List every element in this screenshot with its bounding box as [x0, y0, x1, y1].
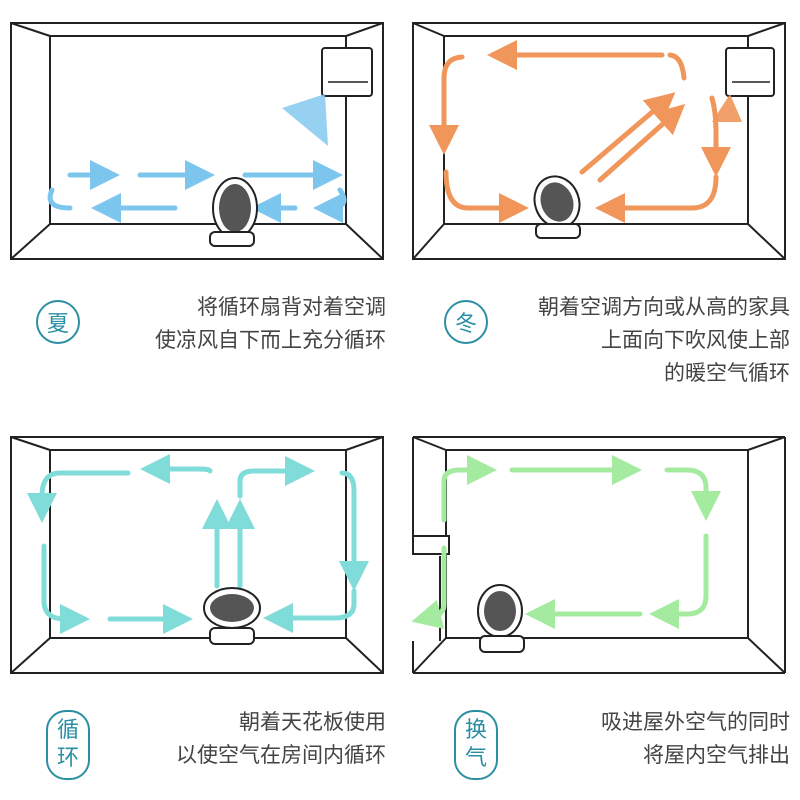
winter-room-illustration: [412, 22, 786, 260]
circulator-fan-icon: [203, 587, 261, 645]
cool-air-blast: [282, 94, 328, 146]
ventilation-room-diagram: [412, 436, 790, 676]
summer-airflow-arrows: [47, 160, 347, 223]
caption-line: 以使空气在房间内循环: [176, 743, 386, 767]
caption-line: 将循环扇背对着空调: [197, 295, 386, 319]
ventilation-badge: 换 气: [454, 710, 498, 780]
circulator-fan-icon: [209, 177, 258, 247]
caption-line: 将屋内空气排出: [643, 743, 790, 767]
circulation-caption: 朝着天花板使用 以使空气在房间内循环: [176, 706, 386, 772]
circulation-room-diagram: [10, 436, 388, 676]
ventilation-caption: 吸进屋外空气的同时 将屋内空气排出: [601, 706, 790, 772]
circulator-fan-icon: [477, 584, 525, 653]
summer-room-illustration: [10, 22, 384, 260]
summer-room-diagram: [10, 22, 388, 262]
caption-line: 朝着空调方向或从高的家具: [538, 295, 790, 319]
summer-caption: 将循环扇背对着空调 使凉风自下而上充分循环: [155, 291, 386, 357]
ventilation-airflow-arrows: [412, 455, 721, 629]
winter-caption: 朝着空调方向或从高的家具 上面向下吹风使上部 的暖空气循环: [538, 291, 790, 390]
badge-char: 气: [464, 746, 487, 771]
winter-room-diagram: [412, 22, 790, 262]
open-window-icon: [412, 535, 450, 555]
caption-line: 朝着天花板使用: [239, 710, 386, 734]
caption-line: 吸进屋外空气的同时: [601, 710, 790, 734]
ventilation-room-illustration: [412, 436, 786, 674]
circulator-fan-icon: [533, 175, 581, 239]
caption-line: 使凉风自下而上充分循环: [155, 328, 386, 352]
badge-char: 换: [464, 718, 487, 743]
circulation-airflow-arrows: [27, 454, 369, 634]
circulation-room-illustration: [10, 436, 384, 674]
summer-badge: 夏: [36, 300, 80, 344]
winter-airflow-arrows: [429, 40, 731, 223]
winter-badge: 冬: [444, 300, 488, 344]
warm-air-blast: [712, 94, 742, 122]
badge-char: 循: [56, 718, 79, 743]
badge-char: 冬: [454, 312, 477, 337]
badge-char: 夏: [46, 312, 69, 337]
air-conditioner-icon: [321, 47, 373, 97]
circulation-badge: 循 环: [46, 710, 90, 780]
caption-line: 上面向下吹风使上部: [601, 328, 790, 352]
air-conditioner-icon: [725, 47, 775, 97]
badge-char: 环: [56, 746, 79, 771]
caption-line: 的暖空气循环: [664, 361, 790, 385]
